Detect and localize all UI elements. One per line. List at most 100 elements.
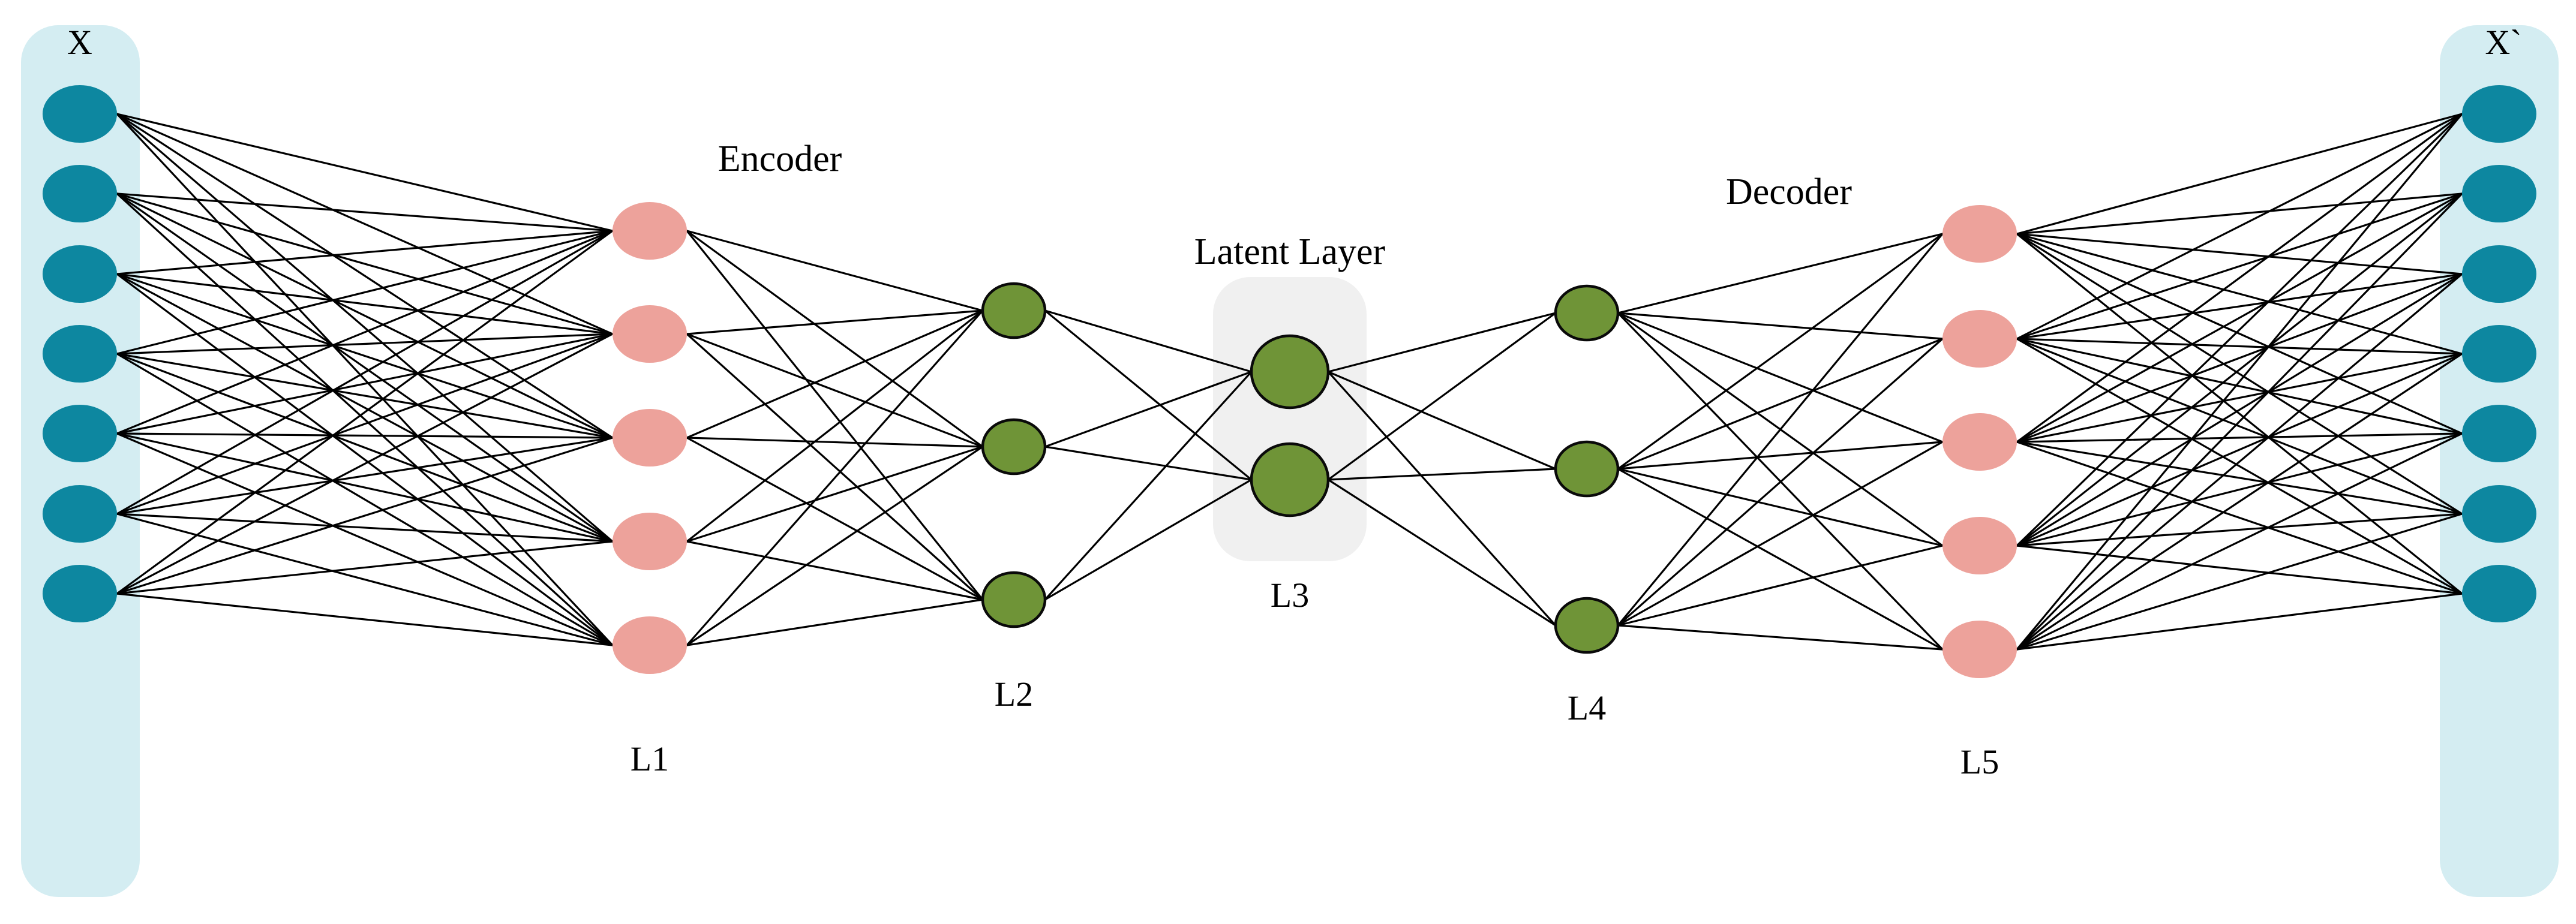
edge-L30-L41 — [1327, 371, 1557, 470]
edge-L53-Xprime6 — [2016, 544, 2463, 595]
edge-L50-Xprime2 — [2016, 233, 2463, 275]
node-L5-3 — [1942, 413, 2017, 471]
edge-L20-L30 — [1044, 309, 1253, 373]
layer-encoder-hidden-layer-1 — [613, 202, 687, 674]
layer-caption-L5: L5 — [1960, 742, 1999, 781]
edge-X5-L11 — [116, 333, 614, 515]
edge-L51-Xprime1 — [2016, 192, 2463, 340]
edge-L52-Xprime2 — [2016, 273, 2463, 443]
layer-decoder-hidden-layer-2 — [1942, 205, 2017, 678]
edge-L22-L31 — [1044, 478, 1253, 601]
edge-L14-L21 — [686, 446, 984, 646]
node-L5-5 — [1942, 621, 2017, 678]
edge-L50-Xprime1 — [2016, 192, 2463, 235]
edge-X6-L14 — [116, 592, 614, 646]
node-L1-3 — [613, 409, 687, 466]
layer-decoder-hidden-layer-1 — [1554, 284, 1620, 654]
edges-L2-to-L3 — [1044, 309, 1253, 601]
edge-L30-L42 — [1327, 371, 1557, 627]
node-L1-2 — [613, 305, 687, 363]
edge-L41-L50 — [1617, 233, 1944, 470]
node-Xprime-7 — [2462, 565, 2536, 622]
edge-L50-Xprime0 — [2016, 113, 2463, 235]
edge-L41-L51 — [1617, 338, 1944, 470]
edge-L50-Xprime5 — [2016, 233, 2463, 515]
node-L4-3 — [1554, 597, 1620, 654]
edge-L42-L54 — [1617, 624, 1944, 651]
node-X-7 — [43, 565, 117, 622]
edge-X6-L12 — [116, 437, 614, 595]
edge-L54-Xprime0 — [2016, 113, 2463, 651]
latent-group-box — [1213, 277, 1367, 561]
edge-L42-L52 — [1617, 441, 1944, 627]
edge-X3-L10 — [116, 230, 614, 355]
node-X-2 — [43, 165, 117, 222]
latent-layer-label: Latent Layer — [1194, 231, 1386, 272]
node-L5-4 — [1942, 517, 2017, 574]
edge-L52-Xprime3 — [2016, 353, 2463, 443]
edge-X3-L11 — [116, 333, 614, 355]
edge-X2-L12 — [116, 273, 614, 439]
layer-caption-L4: L4 — [1568, 688, 1606, 727]
edge-X1-L11 — [116, 192, 614, 335]
edge-L42-L50 — [1617, 233, 1944, 627]
connection-edges — [116, 113, 2463, 651]
node-X-6 — [43, 485, 117, 543]
edge-L51-Xprime0 — [2016, 113, 2463, 340]
edge-L51-Xprime2 — [2016, 273, 2463, 340]
edge-X0-L14 — [116, 113, 614, 646]
edge-L53-Xprime0 — [2016, 113, 2463, 547]
edge-X1-L12 — [116, 192, 614, 439]
edge-L41-L52 — [1617, 441, 1944, 470]
node-L4-1 — [1554, 284, 1620, 342]
edge-L41-L54 — [1617, 468, 1944, 651]
node-L3-2 — [1250, 442, 1330, 517]
edge-X4-L10 — [116, 230, 614, 435]
node-Xprime-5 — [2462, 405, 2536, 462]
edge-L20-L31 — [1044, 309, 1253, 481]
edge-L31-L42 — [1327, 478, 1557, 627]
node-L5-2 — [1942, 310, 2017, 368]
edge-L22-L30 — [1044, 371, 1253, 601]
edge-L54-Xprime3 — [2016, 353, 2463, 651]
edge-L13-L20 — [686, 309, 984, 543]
edge-L11-L20 — [686, 309, 984, 335]
decoder-label: Decoder — [1726, 171, 1852, 212]
edge-L50-Xprime3 — [2016, 233, 2463, 355]
edge-X6-L10 — [116, 230, 614, 595]
edge-X5-L13 — [116, 513, 614, 543]
edge-X0-L10 — [116, 113, 614, 232]
node-L1-5 — [613, 616, 687, 674]
edge-L54-Xprime1 — [2016, 192, 2463, 651]
edge-L40-L52 — [1617, 312, 1944, 443]
node-L5-1 — [1942, 205, 2017, 263]
edge-L11-L21 — [686, 333, 984, 448]
edge-X3-L13 — [116, 353, 614, 543]
edge-L53-Xprime5 — [2016, 513, 2463, 547]
edge-L50-Xprime4 — [2016, 233, 2463, 435]
edge-X4-L14 — [116, 432, 614, 646]
edge-L12-L21 — [686, 437, 984, 448]
edge-X0-L13 — [116, 113, 614, 543]
network-nodes — [43, 85, 2536, 678]
edge-L13-L22 — [686, 540, 984, 601]
layer-caption-L1: L1 — [631, 739, 669, 778]
layer-input-layer — [43, 85, 117, 622]
node-Xprime-3 — [2462, 245, 2536, 303]
edge-X3-L14 — [116, 353, 614, 646]
edge-X1-L10 — [116, 192, 614, 232]
node-L1-1 — [613, 202, 687, 260]
node-L2-3 — [981, 571, 1047, 628]
edges-L5-to-Xp — [2016, 113, 2463, 651]
edge-X0-L12 — [116, 113, 614, 439]
node-X-4 — [43, 325, 117, 383]
edge-L52-Xprime1 — [2016, 192, 2463, 443]
edge-X6-L13 — [116, 540, 614, 595]
edge-L54-Xprime2 — [2016, 273, 2463, 651]
edge-X0-L11 — [116, 113, 614, 335]
edge-L52-Xprime4 — [2016, 432, 2463, 443]
edge-L51-Xprime4 — [2016, 338, 2463, 435]
edge-L11-L22 — [686, 333, 984, 601]
